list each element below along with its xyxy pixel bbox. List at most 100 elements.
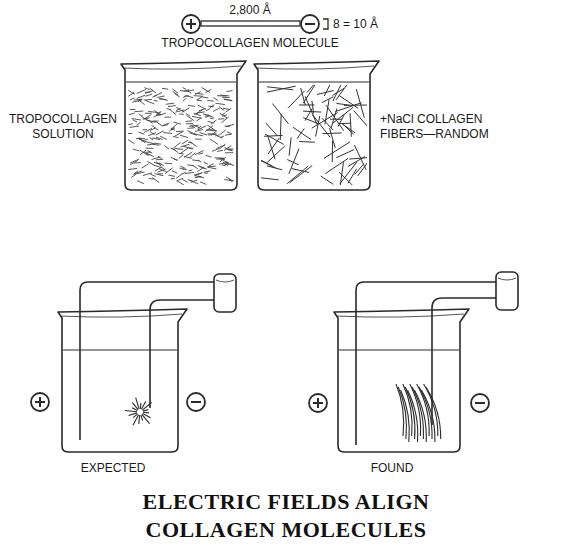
molecule-dash	[222, 164, 226, 166]
molecule-dash	[152, 95, 156, 98]
molecule-dash	[173, 136, 179, 137]
fiber-line	[267, 166, 282, 170]
molecule-dash	[154, 100, 158, 102]
pole-bar	[191, 401, 201, 403]
fiber-line	[340, 162, 357, 183]
fiber-line	[261, 161, 272, 166]
molecule-dash	[183, 98, 187, 101]
molecule-dash	[211, 120, 217, 124]
pole-bar	[305, 23, 315, 25]
molecule-dash	[185, 172, 194, 173]
tropocollagen-rod	[201, 21, 300, 26]
molecule-dash	[158, 156, 162, 158]
fiber-line	[133, 414, 138, 418]
molecule-dash	[195, 151, 203, 155]
fiber-line	[312, 114, 330, 137]
molecule-dash	[209, 164, 214, 166]
molecule-dash	[145, 153, 149, 155]
molecule-dash	[181, 110, 184, 112]
molecule-dash	[164, 146, 169, 149]
negative-pole	[301, 15, 319, 33]
molecule-dash	[130, 126, 140, 127]
molecule-dash	[188, 105, 195, 106]
fiber-line	[324, 142, 350, 159]
molecule-dash	[164, 117, 170, 118]
molecule-dash	[213, 108, 220, 111]
molecule-dash	[142, 164, 149, 168]
molecule-dash	[166, 103, 174, 104]
molecule-dash	[188, 170, 192, 171]
molecule-dash	[197, 167, 204, 171]
molecule-dash	[172, 89, 178, 93]
fibers-beaker	[254, 61, 379, 190]
fiber-line	[280, 114, 282, 140]
fiber-line	[344, 105, 367, 106]
molecule-dash	[195, 92, 201, 95]
molecule-dash	[200, 182, 206, 185]
molecule-dash	[162, 88, 168, 90]
wire	[80, 282, 214, 440]
part-label: TROPOCOLLAGEN SOLUTION	[6, 112, 120, 142]
result-label: EXPECTED	[63, 461, 163, 476]
molecule-dash	[222, 97, 230, 98]
molecule-dash	[194, 173, 202, 175]
beaker-rim	[123, 66, 241, 69]
found-beaker	[334, 309, 469, 452]
fiber-line	[299, 141, 314, 143]
molecule-dash	[201, 87, 210, 92]
negative-pole	[187, 393, 205, 411]
molecule-dash	[206, 155, 212, 157]
molecule-dash	[226, 124, 234, 126]
molecule-dash	[184, 156, 192, 158]
molecule-dash	[204, 172, 208, 173]
molecule-dash	[172, 171, 177, 174]
fiber-line	[325, 158, 348, 173]
molecule-dash	[175, 94, 180, 97]
molecule-dash	[131, 174, 136, 177]
molecule-dash	[221, 117, 228, 123]
fiber-line	[287, 160, 298, 165]
liquid-level	[339, 350, 459, 351]
fiber-line	[301, 88, 306, 105]
molecule-dash	[192, 159, 199, 161]
molecule-dash	[163, 132, 172, 134]
molecule-dash	[145, 142, 154, 144]
battery	[496, 272, 518, 310]
molecule-dash	[199, 153, 204, 155]
molecule-dash	[224, 146, 231, 151]
molecule-dash	[130, 98, 135, 100]
molecule-dash	[154, 114, 159, 117]
fiber-line	[129, 413, 138, 416]
molecule-dash	[186, 113, 190, 116]
fiber-line	[267, 86, 296, 92]
molecule-dash	[145, 91, 151, 92]
fiber-line	[268, 138, 279, 154]
molecule-dash	[225, 163, 232, 165]
molecule-dash	[215, 103, 225, 104]
molecule-dash	[137, 181, 144, 184]
molecule-dash	[160, 136, 167, 139]
pole-bar	[190, 19, 192, 29]
molecule-dash	[152, 157, 161, 159]
molecule-dash	[155, 121, 163, 126]
beaker-rim	[60, 314, 182, 317]
fiber-line	[332, 141, 333, 162]
molecule-dash	[147, 144, 155, 145]
molecule-dash	[210, 139, 218, 144]
molecule-dash	[224, 99, 232, 101]
molecule-dash	[197, 118, 202, 121]
molecule-dash	[139, 114, 143, 116]
molecule-dash	[194, 176, 200, 177]
molecule-dash	[135, 111, 144, 113]
molecule-dash	[156, 137, 163, 139]
molecule-dash	[171, 157, 177, 160]
molecule-dash	[168, 175, 175, 176]
molecule-dash	[226, 177, 232, 180]
molecule-dash	[204, 171, 211, 172]
fiber-line	[266, 123, 278, 136]
molecule-dash	[133, 120, 138, 122]
fiber-line	[136, 398, 139, 409]
fiber-line	[322, 118, 333, 130]
pole-circle	[471, 394, 489, 412]
molecule-dash	[180, 144, 189, 147]
